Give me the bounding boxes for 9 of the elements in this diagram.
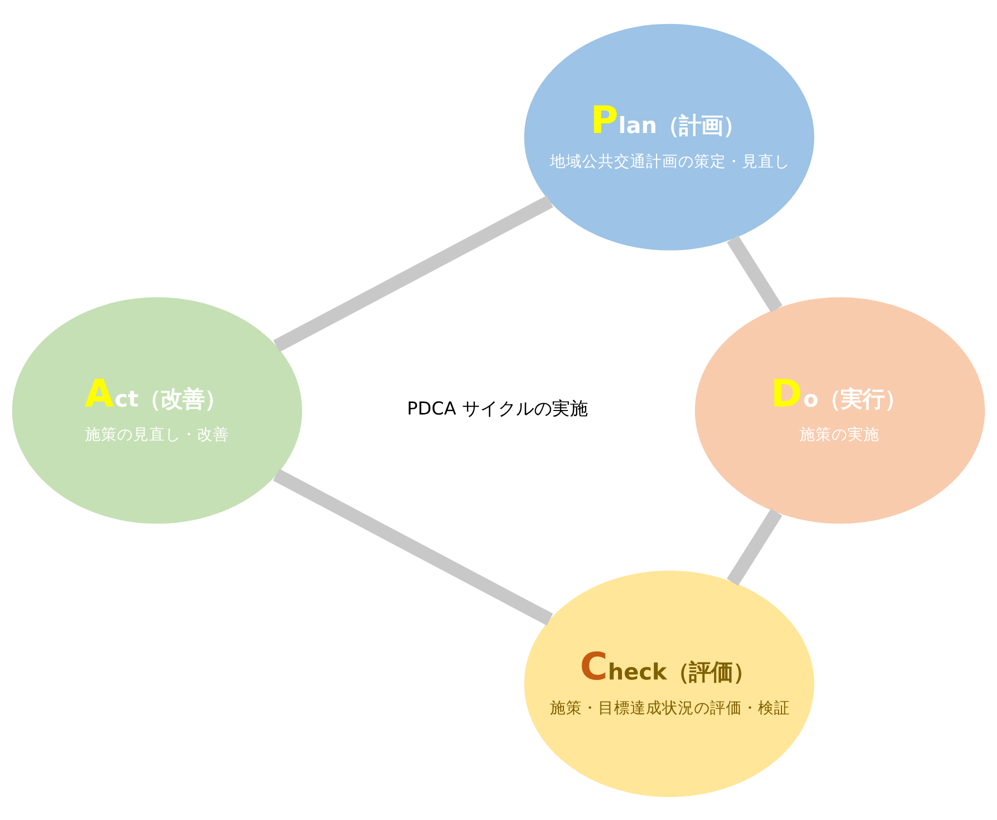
- connector: [726, 508, 782, 586]
- connector: [726, 234, 782, 312]
- node-ellipse: Do（実行） 施策の実施: [694, 296, 985, 524]
- connector: [273, 194, 554, 352]
- node-ellipse: Act（改善） 施策の見直し・改善: [12, 296, 302, 524]
- label: PDCA サイクルの実施: [407, 398, 588, 420]
- node-ellipse: Check（評価） 施策・目標達成状況の評価・検証: [524, 570, 814, 797]
- connector: [273, 468, 554, 625]
- node-ellipse: Plan（計画） 地域公共交通計画の策定・見直し: [524, 23, 814, 250]
